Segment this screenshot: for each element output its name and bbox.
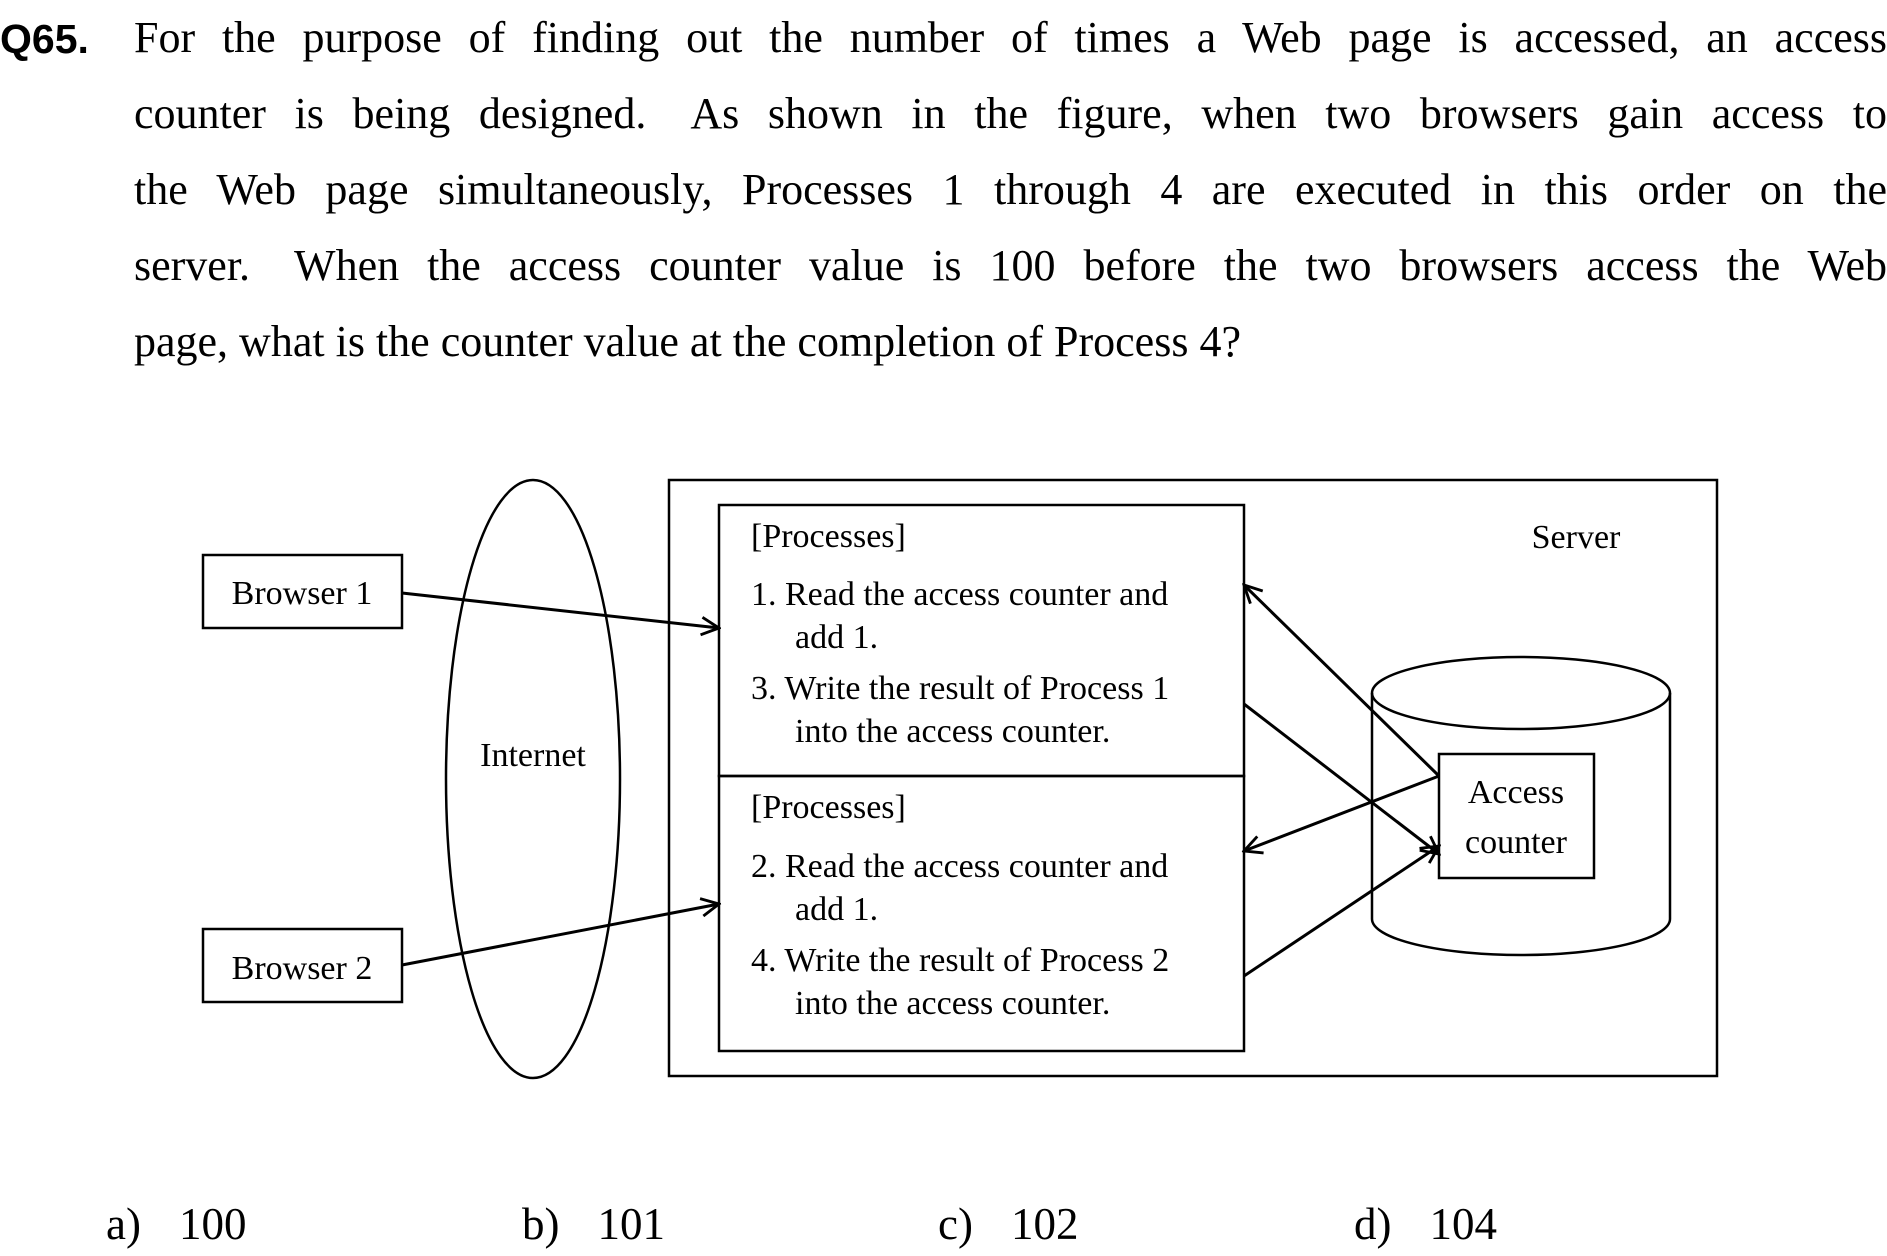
access-counter-line-1: Access: [1468, 774, 1564, 811]
browser-2-box: [201, 927, 404, 1004]
question-line-5: page, what is the counter value at the c…: [134, 317, 1241, 366]
server-label: Server: [1532, 519, 1621, 556]
choice-d-value: 104: [1429, 1199, 1498, 1249]
question-text: For the purpose of finding out the numbe…: [134, 0, 1887, 380]
choice-c-letter: c): [938, 1199, 973, 1249]
arrow-browser2-to-process2: [401, 904, 719, 967]
database-cylinder: [1370, 655, 1672, 957]
arrow-counter-to-process1: [1244, 585, 1441, 778]
choice-b[interactable]: b) 101: [522, 1196, 665, 1252]
question-line-3: the Web page simultaneously, Processes 1…: [134, 165, 1887, 214]
arrow-counter-to-process2: [1244, 774, 1440, 851]
choice-a-letter: a): [106, 1199, 141, 1249]
process-4-line-2: into the access counter.: [795, 985, 1110, 1022]
arrow-process3-to-counter: [1243, 702, 1439, 854]
choice-c-value: 102: [1010, 1199, 1079, 1249]
choice-c[interactable]: c) 102: [938, 1196, 1078, 1252]
choice-b-letter: b): [522, 1199, 560, 1249]
internet-label: Internet: [480, 737, 586, 774]
choice-b-value: 101: [597, 1199, 666, 1249]
process-4-line-1: 4. Write the result of Process 2: [751, 942, 1169, 979]
access-counter-box: [1437, 752, 1596, 880]
process-3-line-1: 3. Write the result of Process 1: [751, 670, 1169, 707]
process-top-header: [Processes]: [751, 518, 906, 555]
question-line-4: server. When the access counter value is…: [134, 241, 1887, 290]
choice-d-letter: d): [1354, 1199, 1392, 1249]
process-2-line-2: add 1.: [795, 891, 878, 928]
arrow-process4-to-counter: [1243, 846, 1439, 978]
process-1-line-2: add 1.: [795, 619, 878, 656]
browser-2-label: Browser 2: [232, 950, 373, 987]
process-1-line-1: 1. Read the access counter and: [751, 576, 1168, 613]
choice-a[interactable]: a) 100: [106, 1196, 246, 1252]
internet-ellipse: [444, 478, 622, 1080]
choice-d[interactable]: d) 104: [1354, 1196, 1497, 1252]
question-line-1: For the purpose of finding out the numbe…: [134, 13, 1887, 62]
choice-a-value: 100: [178, 1199, 247, 1249]
answer-choices: a) 100 b) 101 c) 102 d) 104: [0, 1196, 1887, 1256]
question-number: Q65.: [0, 16, 89, 62]
server-box: [667, 478, 1719, 1078]
process-bottom-header: [Processes]: [751, 789, 906, 826]
process-2-line-1: 2. Read the access counter and: [751, 848, 1168, 885]
access-counter-line-2: counter: [1465, 824, 1568, 861]
question-line-2: counter is being designed. As shown in t…: [134, 89, 1887, 138]
arrow-browser1-to-process1: [401, 591, 719, 628]
browser-1-box: [201, 553, 404, 630]
browser-1-label: Browser 1: [232, 575, 373, 612]
process-3-line-2: into the access counter.: [795, 713, 1110, 750]
